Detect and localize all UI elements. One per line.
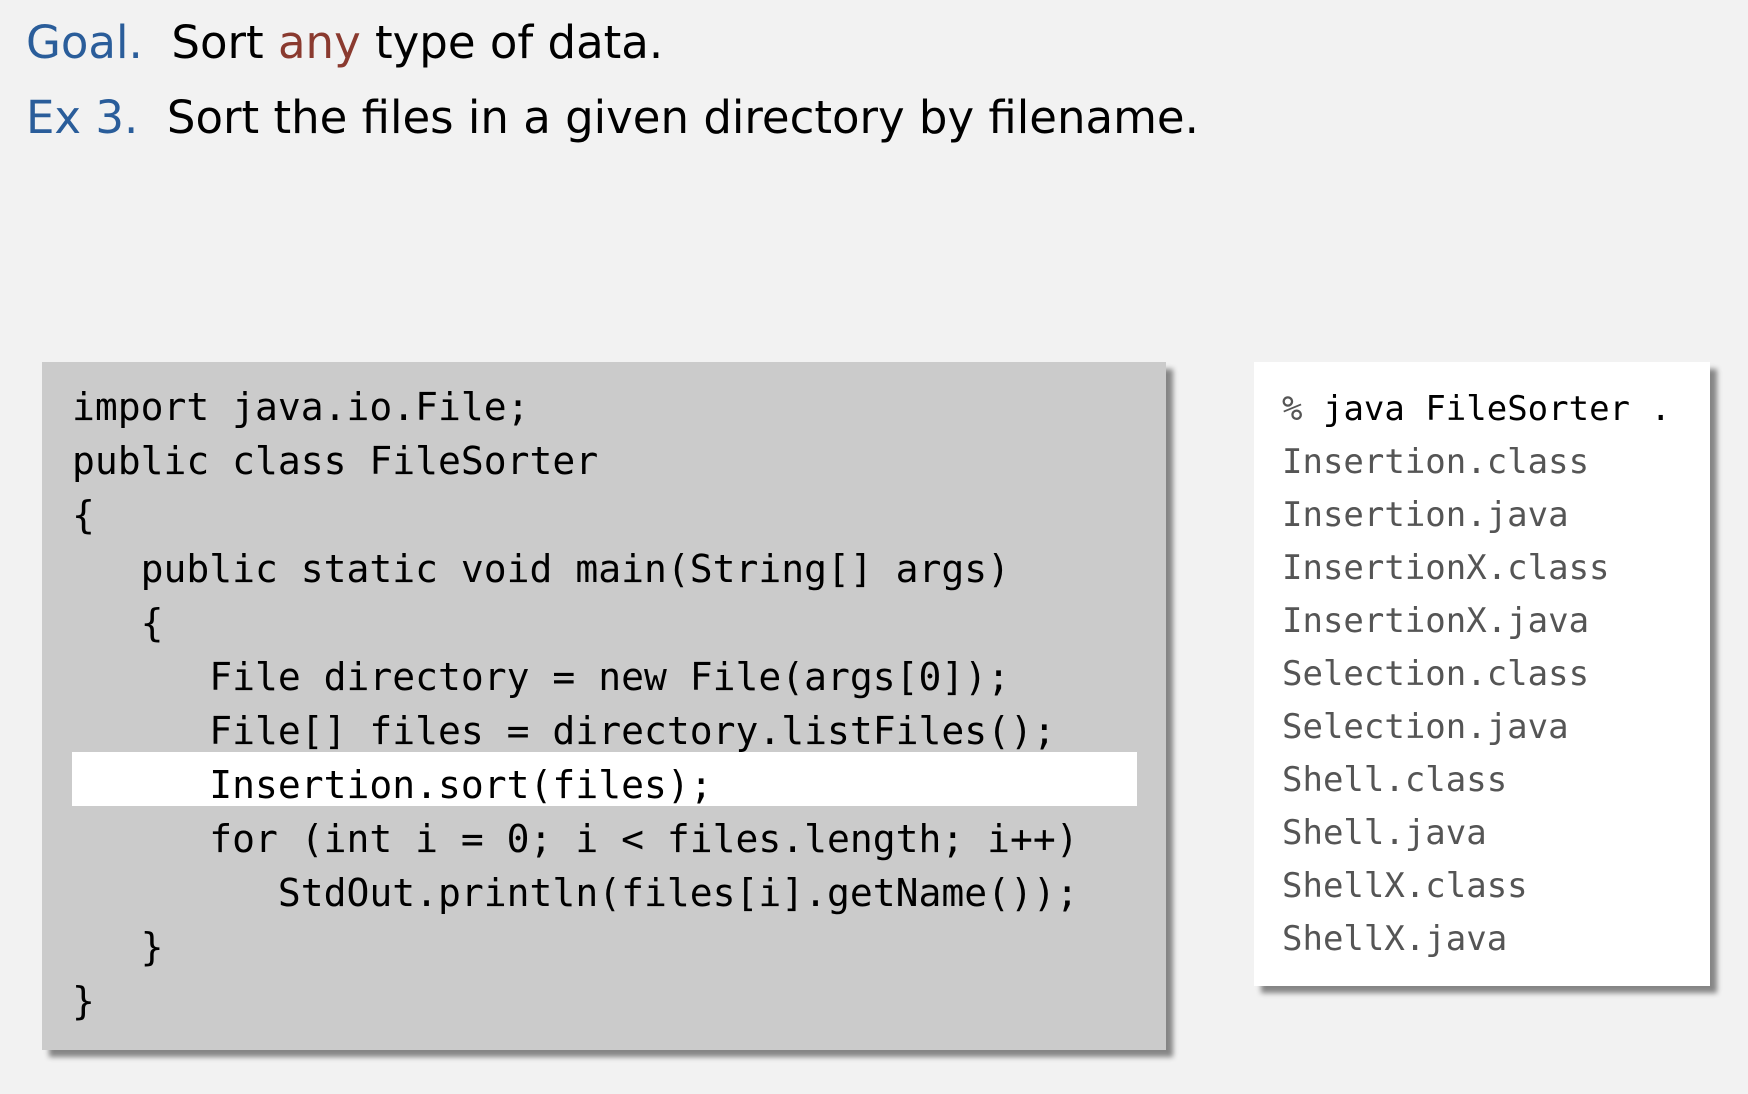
code-line: { <box>72 493 95 537</box>
code-line: } <box>72 925 164 969</box>
code-line: public static void main(String[] args) <box>72 547 1010 591</box>
output-file-line: ShellX.java <box>1282 919 1508 959</box>
goal-text-after: type of data. <box>375 16 664 69</box>
terminal-command: java FileSorter . <box>1322 389 1671 429</box>
output-file-line: ShellX.class <box>1282 866 1528 906</box>
code-line: } <box>72 979 95 1023</box>
code-line: StdOut.println(files[i].getName()); <box>72 871 1079 915</box>
goal-emphasis: any <box>277 16 361 69</box>
code-line: import java.io.File; <box>72 385 530 429</box>
example-line: Ex 3. Sort the files in a given director… <box>26 95 1199 140</box>
code-line: File directory = new File(args[0]); <box>72 655 1010 699</box>
code-listing: import java.io.File; public class FileSor… <box>72 380 1079 1028</box>
output-file-line: Insertion.class <box>1282 442 1590 482</box>
output-file-line: Selection.class <box>1282 654 1590 694</box>
terminal-prompt: % <box>1282 389 1303 429</box>
code-line: File[] files = directory.listFiles(); <box>72 709 1056 753</box>
example-text: Sort the files in a given directory by f… <box>166 91 1199 144</box>
code-line-highlighted: Insertion.sort(files); <box>72 763 713 807</box>
code-highlight-bar <box>72 752 1137 806</box>
code-panel: import java.io.File; public class FileSor… <box>42 362 1166 1050</box>
example-label: Ex 3. <box>26 91 139 144</box>
code-line: { <box>72 601 164 645</box>
code-line: for (int i = 0; i < files.length; i++) <box>72 817 1079 861</box>
output-file-line: InsertionX.java <box>1282 601 1590 641</box>
output-file-line: Shell.class <box>1282 760 1508 800</box>
output-file-line: Insertion.java <box>1282 495 1569 535</box>
goal-text-before: Sort <box>171 16 264 69</box>
output-file-line: Selection.java <box>1282 707 1569 747</box>
output-file-line: Shell.java <box>1282 813 1487 853</box>
terminal-command-line: % java FileSorter . <box>1282 383 1671 436</box>
code-line: public class FileSorter <box>72 439 599 483</box>
goal-label: Goal. <box>26 16 143 69</box>
output-file-line: InsertionX.class <box>1282 548 1610 588</box>
goal-line: Goal. Sort any type of data. <box>26 20 663 65</box>
